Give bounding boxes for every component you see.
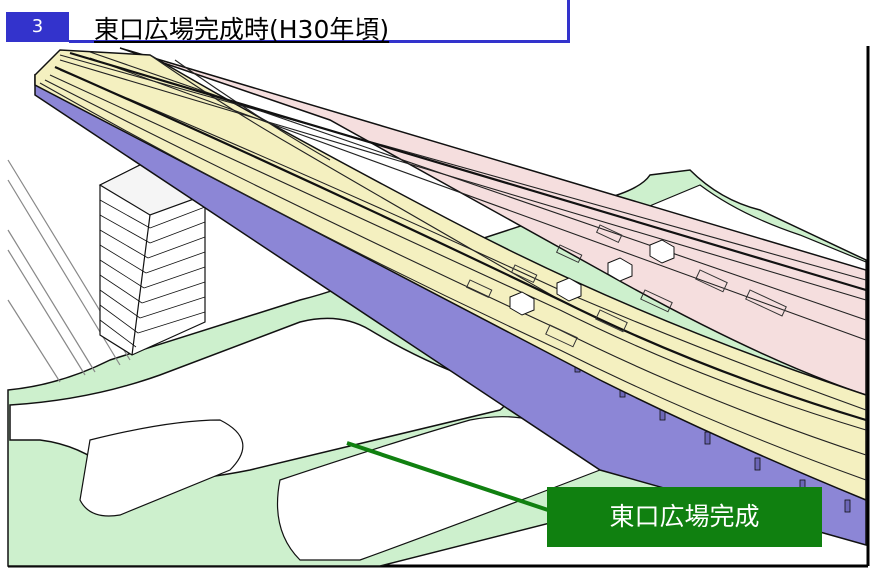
title-border	[69, 0, 570, 43]
slide-header: 3 東口広場完成時(H30年頃)	[0, 0, 570, 44]
callout-label: 東口広場完成	[547, 487, 822, 547]
plaza-island-2	[79, 419, 244, 517]
office-building	[98, 159, 207, 356]
callout-pointer	[346, 441, 549, 512]
platform-markings	[465, 224, 787, 348]
platform-kiosks	[509, 239, 675, 316]
page-title: 東口広場完成時(H30年頃)	[94, 15, 390, 44]
section-number-badge: 3	[6, 12, 69, 42]
